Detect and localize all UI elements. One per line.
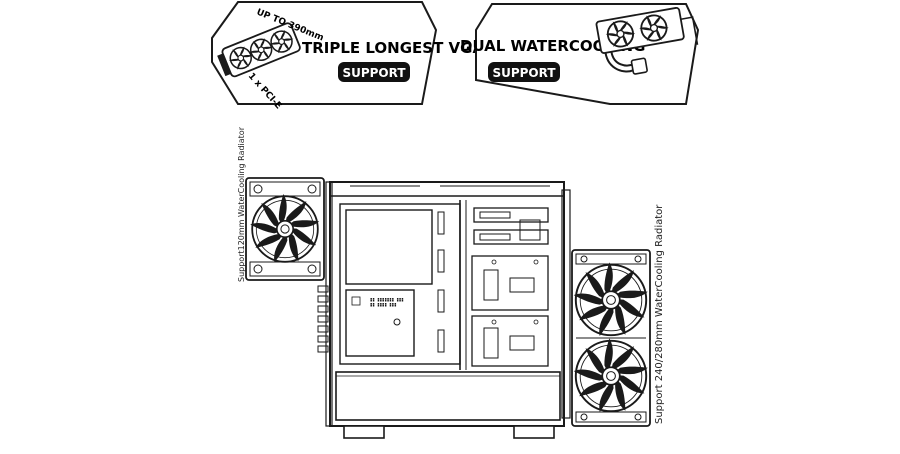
watercooling-support-label: SUPPORT [492, 66, 556, 80]
svg-text::: :::: :::: :: :::: ::: [370, 302, 397, 307]
pc-case: :: ::::::: ::: :: :::: ::: [317, 181, 571, 439]
radiator-icon [595, 6, 699, 75]
right-radiator-note: Support 240/280mm WaterCooling Radiator [654, 204, 665, 424]
vga-support-label: SUPPORT [342, 66, 406, 80]
vga-support-pill [338, 62, 410, 82]
svg-text::: ::::::: :::: :: ::::::: ::: [370, 297, 404, 302]
right-radiator-240-280mm: Support 240/280mm WaterCooling Radiator [571, 204, 665, 427]
left-radiator-120mm: Support120mm WaterCooling Radiator [237, 126, 325, 282]
left-radiator-note: Support120mm WaterCooling Radiator [237, 126, 246, 282]
watercooling-support-pill [488, 62, 560, 82]
vga-card-icon [217, 22, 301, 78]
watercooling-support-badge: DUAL WATERCOOLING SUPPORT [460, 3, 700, 105]
